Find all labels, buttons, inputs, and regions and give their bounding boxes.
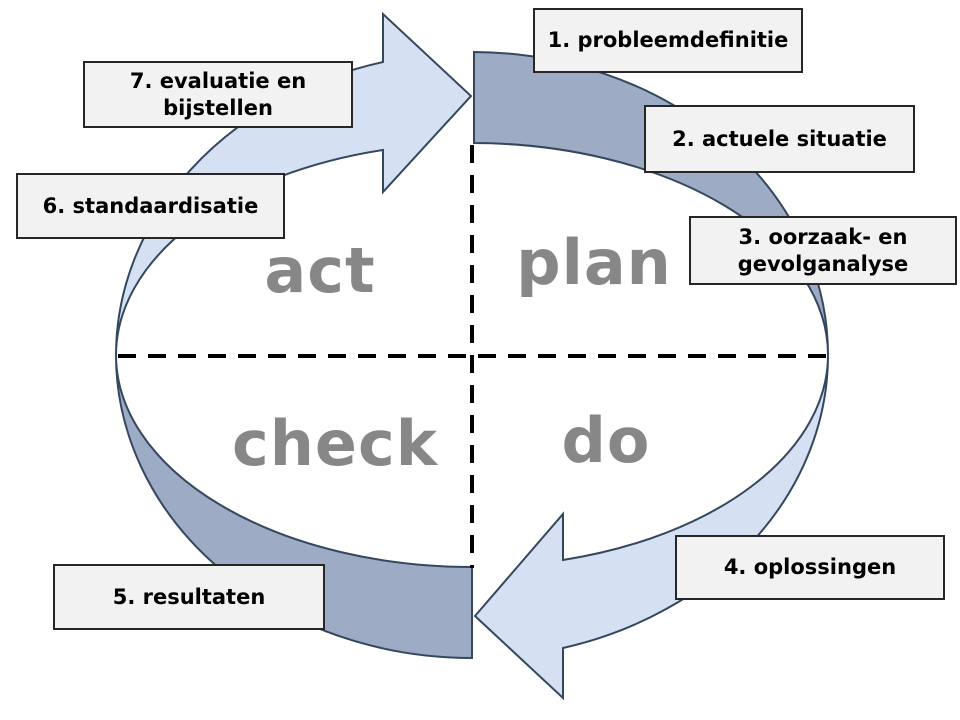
quadrant-label-do: do bbox=[561, 404, 651, 477]
step-box-2-actuele-situatie: 2. actuele situatie bbox=[644, 105, 915, 173]
step-box-6-standaardisatie: 6. standaardisatie bbox=[16, 173, 285, 239]
step-box-1-probleemdefinitie: 1. probleemdefinitie bbox=[533, 8, 803, 73]
step-box-4-oplossingen: 4. oplossingen bbox=[675, 535, 945, 600]
cycle-arrow-do-to-check-icon bbox=[473, 354, 829, 701]
step-box-5-resultaten: 5. resultaten bbox=[53, 564, 325, 630]
step-box-7-evaluatie-en-bijstellen: 7. evaluatie en bijstellen bbox=[83, 61, 353, 128]
quadrant-label-act: act bbox=[264, 234, 376, 307]
step-box-3-oorzaak-en-gevolganalyse: 3. oorzaak- en gevolganalyse bbox=[689, 216, 957, 285]
quadrant-label-plan: plan bbox=[516, 226, 672, 299]
quadrant-label-check: check bbox=[232, 407, 438, 480]
cycle-arc-plan-icon bbox=[473, 50, 829, 356]
